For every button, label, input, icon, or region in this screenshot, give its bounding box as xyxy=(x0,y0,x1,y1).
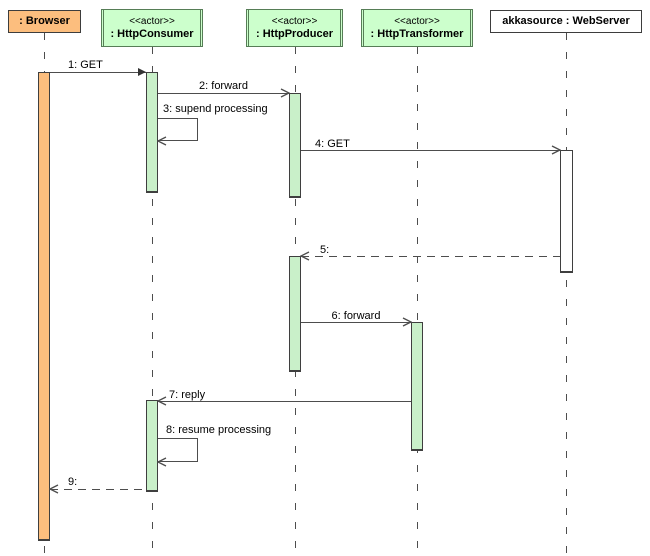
participant-producer: <<actor>> : HttpProducer xyxy=(246,9,343,47)
message-3-label: 3: supend processing xyxy=(163,103,268,115)
message-3-self-loop xyxy=(158,118,198,141)
participant-name: : HttpTransformer xyxy=(370,27,464,40)
message-4-line xyxy=(301,150,560,151)
arrowhead-open-left-icon xyxy=(300,251,310,261)
participant-stereotype: <<actor>> xyxy=(394,15,440,27)
arrowhead-open-right-icon xyxy=(402,317,412,327)
message-2-line xyxy=(158,93,289,94)
arrowhead-open-left-icon xyxy=(157,457,167,467)
message-6-line xyxy=(301,322,411,323)
participant-name: : HttpProducer xyxy=(256,27,333,40)
activation-producer-2 xyxy=(289,256,301,372)
lifeline-consumer xyxy=(152,47,153,554)
message-8-self-loop xyxy=(158,438,198,462)
activation-transformer xyxy=(411,322,423,451)
activation-producer-1 xyxy=(289,93,301,198)
message-7-line xyxy=(158,401,411,402)
message-1-label: 1: GET xyxy=(68,59,103,71)
arrowhead-open-right-icon xyxy=(551,145,561,155)
message-9-label: 9: xyxy=(68,476,78,488)
arrowhead-open-left-icon xyxy=(49,484,59,494)
message-6-label: 6: forward xyxy=(331,310,381,322)
message-5-line xyxy=(301,256,560,257)
message-2-label: 2: forward xyxy=(199,80,248,92)
participant-name: akkasource : WebServer xyxy=(502,15,630,27)
arrowhead-open-left-icon xyxy=(157,136,167,146)
message-4-label: 4: GET xyxy=(315,138,350,150)
arrowhead-open-left-icon xyxy=(157,396,167,406)
participant-browser: : Browser xyxy=(8,10,81,33)
participant-name: : HttpConsumer xyxy=(110,27,194,40)
arrowhead-filled-right-icon xyxy=(138,68,146,76)
message-9-line xyxy=(50,489,146,490)
participant-webserver: akkasource : WebServer xyxy=(490,10,642,33)
activation-browser xyxy=(38,72,50,541)
participant-consumer: <<actor>> : HttpConsumer xyxy=(101,9,203,47)
participant-stereotype: <<actor>> xyxy=(271,15,318,27)
message-8-label: 8: resume processing xyxy=(166,424,272,436)
message-5-label: 5: xyxy=(320,244,330,256)
participant-name: : Browser xyxy=(19,15,70,27)
activation-consumer-1 xyxy=(146,72,158,193)
activation-webserver xyxy=(560,150,573,273)
lifeline-webserver xyxy=(566,33,567,554)
participant-stereotype: <<actor>> xyxy=(129,15,175,27)
message-1-line xyxy=(50,72,146,73)
activation-consumer-2 xyxy=(146,400,158,492)
arrowhead-open-right-icon xyxy=(280,88,290,98)
message-7-label: 7: reply xyxy=(169,389,206,401)
lifeline-transformer xyxy=(417,47,418,554)
participant-transformer: <<actor>> : HttpTransformer xyxy=(361,9,473,47)
